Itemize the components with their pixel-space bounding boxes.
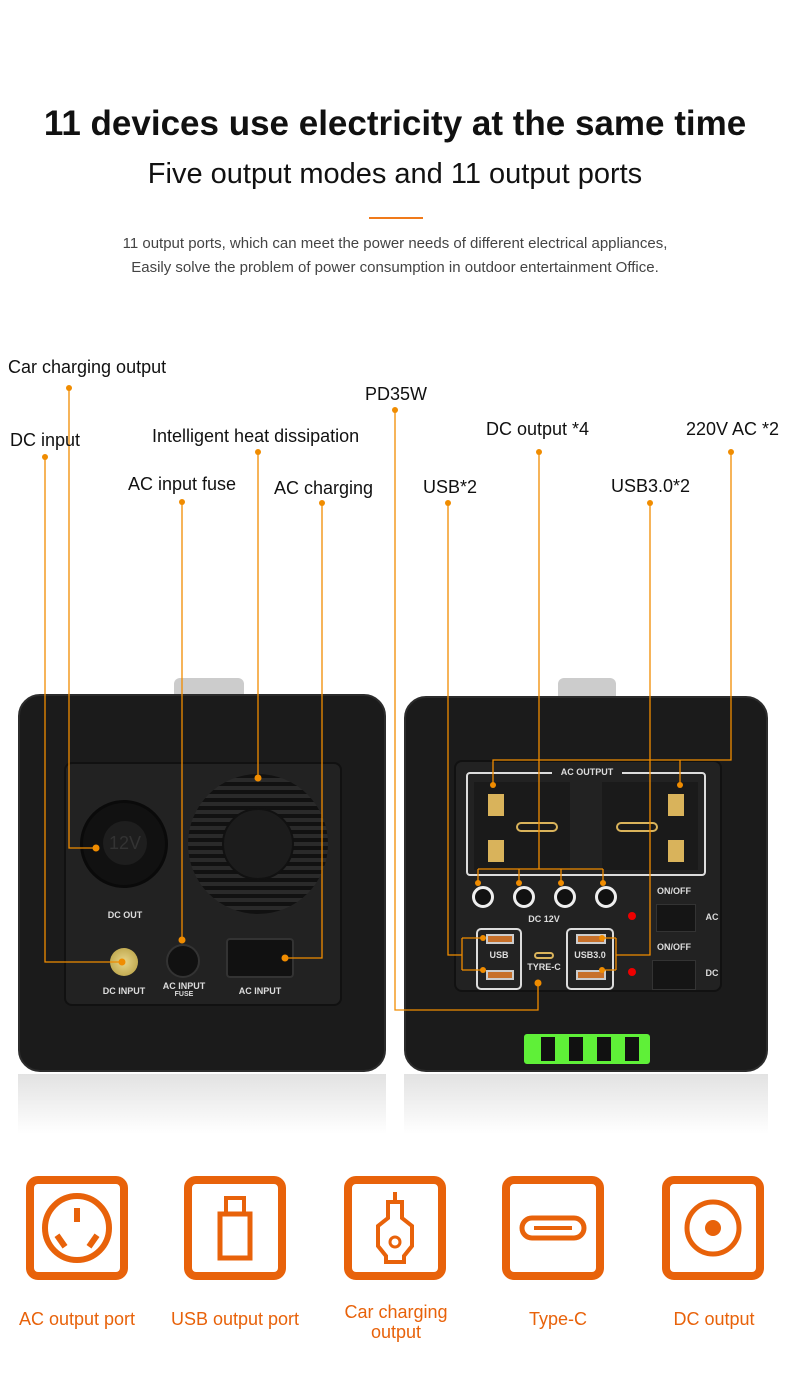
car-charger-port: 12V (80, 800, 168, 888)
callout-dc-input: DC input (10, 430, 81, 450)
fan-vent (188, 774, 328, 914)
callout-usb3: USB3.0*2 (611, 476, 691, 496)
battery-level-indicator (524, 1034, 650, 1064)
ac-switch-label: AC (705, 912, 719, 922)
feature-label-car: Car charging output (344, 1302, 448, 1342)
feature-label-ac: AC output port (18, 1309, 136, 1329)
dc-input-label: DC INPUT (102, 986, 146, 996)
port-12v-label: 12V (103, 821, 147, 865)
typec-label: TYRE-C (527, 962, 561, 972)
dc-port-1 (472, 886, 494, 908)
fuse-holder (166, 944, 200, 978)
dc-port-icon (662, 1176, 764, 1280)
car-charger-icon (344, 1176, 446, 1280)
feature-label-dc: DC output (673, 1309, 755, 1329)
dc-power-switch[interactable] (652, 960, 696, 990)
ac-power-switch[interactable] (656, 904, 696, 932)
type-c-port (534, 952, 554, 959)
ac-output-label: AC OUTPUT (552, 767, 622, 777)
ac-outlet-1 (474, 782, 570, 870)
dc12v-label: DC 12V (528, 914, 560, 924)
feature-label-typec: Type-C (528, 1309, 588, 1329)
on-off-label-2: ON/OFF (657, 942, 691, 952)
on-off-label-1: ON/OFF (657, 886, 691, 896)
callout-ac-input-fuse: AC input fuse (128, 474, 237, 494)
ac-input-label: AC INPUT (238, 986, 282, 996)
description-line-1: 11 output ports, which can meet the powe… (122, 235, 668, 252)
callout-car-charging-output: Car charging output (8, 357, 167, 377)
ac-outlet-icon (26, 1176, 128, 1280)
ac-indicator-led (628, 912, 636, 920)
callout-pd35w: PD35W (365, 384, 428, 404)
description-line-2: Easily solve the problem of power consum… (131, 259, 659, 276)
handle (558, 678, 616, 700)
device-reflection (18, 1074, 386, 1134)
dc-indicator-led (628, 968, 636, 976)
dc-out-label: DC OUT (107, 910, 143, 920)
dc-switch-label: DC (705, 968, 719, 978)
dc-port-2 (513, 886, 535, 908)
dc-port-3 (554, 886, 576, 908)
callout-dc-output: DC output *4 (486, 419, 590, 439)
fuse-label: FUSE (174, 991, 194, 998)
callout-usb: USB*2 (423, 477, 478, 497)
device-reflection (404, 1074, 768, 1134)
dc-port-4 (595, 886, 617, 908)
callout-ac-output: 220V AC *2 (686, 419, 780, 439)
usb-icon (184, 1176, 286, 1280)
usb3-label: USB3.0 (574, 950, 606, 960)
callout-ac-charging: AC charging (274, 478, 374, 498)
callout-heat-dissipation: Intelligent heat dissipation (152, 426, 360, 446)
ac-input-fuse-label: AC INPUT (162, 981, 206, 991)
feature-label-usb: USB output port (170, 1309, 300, 1329)
page-subtitle: Five output modes and 11 output ports (147, 158, 643, 190)
usb3-group: USB3.0 (566, 928, 614, 990)
page-title: 11 devices use electricity at the same t… (43, 104, 747, 143)
divider (369, 217, 423, 219)
usb-group: USB (476, 928, 522, 990)
callout-lines (42, 385, 734, 1011)
usb-label: USB (489, 950, 509, 960)
device-back: 12V DC OUT DC INPUT AC INPUT FUSE AC INP… (18, 694, 386, 1072)
type-c-icon (502, 1176, 604, 1280)
